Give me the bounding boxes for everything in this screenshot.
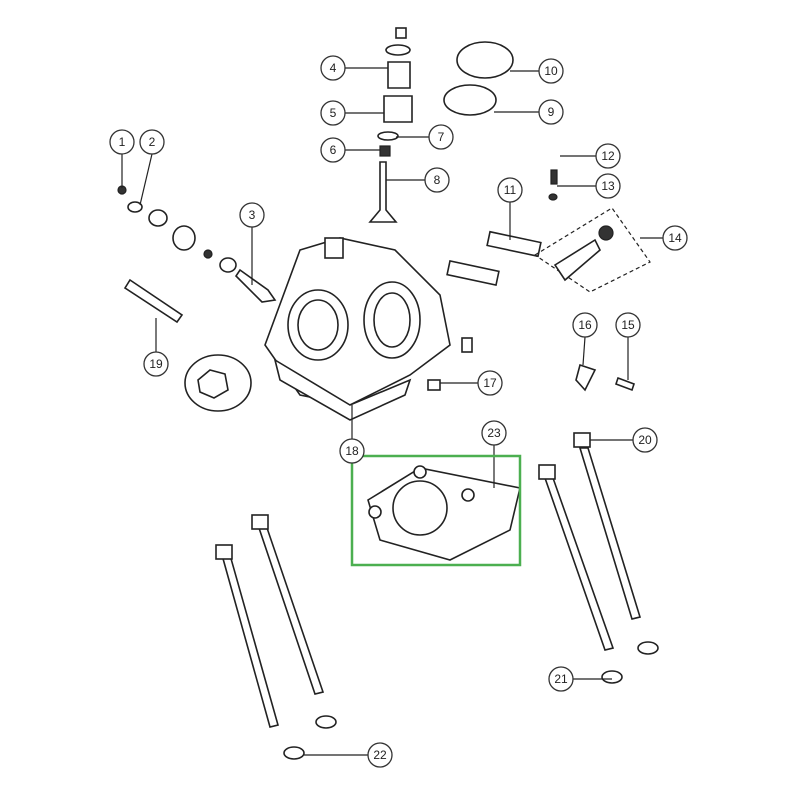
callout-5[interactable]: 5 — [320, 100, 346, 126]
callout-2[interactable]: 2 — [139, 129, 165, 155]
callout-9[interactable]: 9 — [538, 99, 564, 125]
callout-label: 17 — [483, 376, 497, 390]
callout-22[interactable]: 22 — [367, 742, 393, 768]
callout-18[interactable]: 18 — [339, 438, 365, 464]
leader-lines — [121, 67, 663, 756]
callout-label: 23 — [487, 426, 501, 440]
callout-3[interactable]: 3 — [239, 202, 265, 228]
callout-label: 6 — [330, 143, 337, 157]
callout-label: 15 — [621, 318, 635, 332]
callout-19[interactable]: 19 — [143, 351, 169, 377]
callout-12[interactable]: 12 — [595, 143, 621, 169]
callout-label: 19 — [149, 357, 163, 371]
callout-17[interactable]: 17 — [477, 370, 503, 396]
callout-label: 10 — [544, 64, 558, 78]
callout-label: 9 — [548, 105, 555, 119]
callout-label: 1 — [119, 135, 126, 149]
callout-1[interactable]: 1 — [109, 129, 135, 155]
callout-label: 18 — [345, 444, 359, 458]
callout-16[interactable]: 16 — [572, 312, 598, 338]
callout-label: 4 — [330, 61, 337, 75]
callout-6[interactable]: 6 — [320, 137, 346, 163]
callout-13[interactable]: 13 — [595, 173, 621, 199]
highlight-box-part-23 — [350, 454, 522, 567]
callout-label: 5 — [330, 106, 337, 120]
callout-7[interactable]: 7 — [428, 124, 454, 150]
callout-label: 21 — [554, 672, 568, 686]
callout-label: 12 — [601, 149, 615, 163]
callout-label: 22 — [373, 748, 387, 762]
callout-label: 8 — [434, 173, 441, 187]
callout-label: 14 — [668, 231, 682, 245]
parts-drawing — [117, 27, 659, 760]
callout-11[interactable]: 11 — [497, 177, 523, 203]
callout-label: 20 — [638, 433, 652, 447]
callout-15[interactable]: 15 — [615, 312, 641, 338]
callout-label: 16 — [578, 318, 592, 332]
callout-10[interactable]: 10 — [538, 58, 564, 84]
callout-20[interactable]: 20 — [632, 427, 658, 453]
callout-8[interactable]: 8 — [424, 167, 450, 193]
callout-23[interactable]: 23 — [481, 420, 507, 446]
callout-4[interactable]: 4 — [320, 55, 346, 81]
callout-label: 7 — [438, 130, 445, 144]
callout-label: 2 — [149, 135, 156, 149]
callout-label: 3 — [249, 208, 256, 222]
callout-21[interactable]: 21 — [548, 666, 574, 692]
callout-label: 13 — [601, 179, 615, 193]
callout-14[interactable]: 14 — [662, 225, 688, 251]
callout-label: 11 — [504, 183, 517, 197]
